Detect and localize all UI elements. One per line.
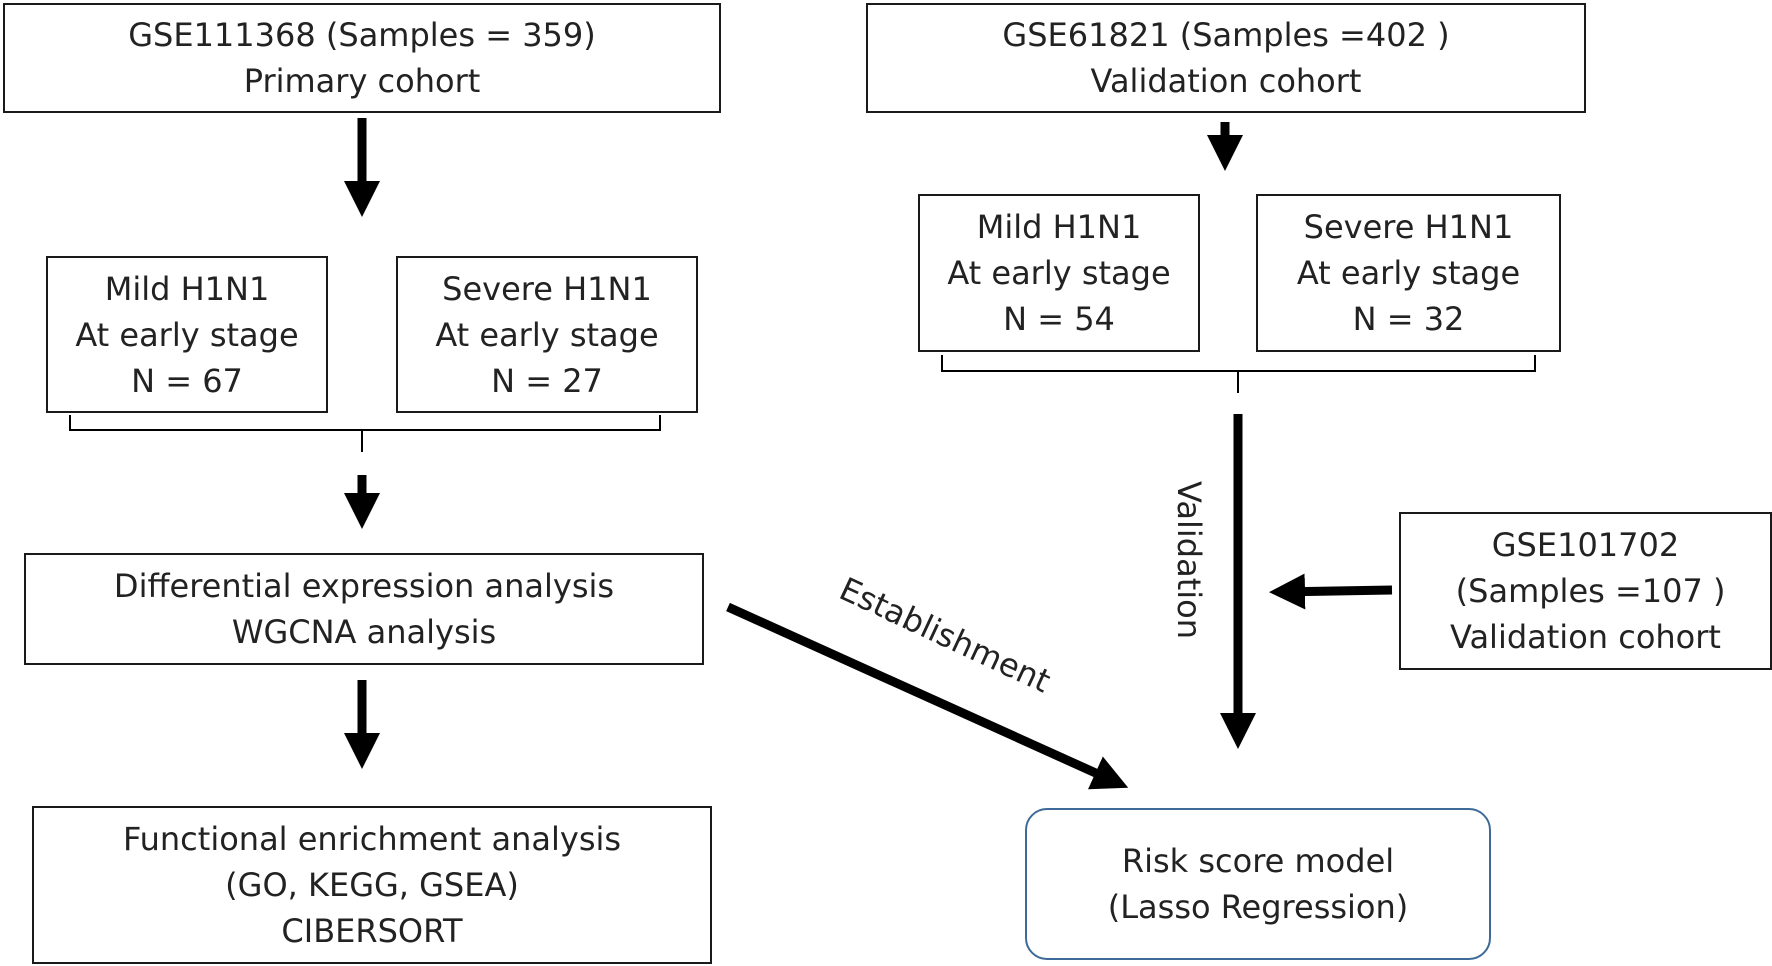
gse101702-line-3: Validation cohort [1450, 618, 1721, 656]
validation-cohort-box: GSE61821 (Samples =402 ) Validation coho… [866, 3, 1586, 113]
risk-score-model-line-2: (Lasso Regression) [1107, 888, 1409, 926]
brace-validation [941, 355, 1536, 393]
functional-enrichment-line-2: (GO, KEGG, GSEA) [225, 866, 519, 904]
severe-primary-line-2: At early stage [435, 315, 659, 354]
arrow-gse101702-to-validation [1269, 573, 1393, 610]
severe-primary-line-3: N = 27 [491, 361, 603, 400]
functional-enrichment-line-3: CIBERSORT [281, 912, 463, 950]
functional-enrichment-line-1: Functional enrichment analysis [122, 820, 622, 858]
diff-expression-line-2: WGCNA analysis [231, 613, 497, 651]
validation-cohort-line-2: Validation cohort [1090, 62, 1362, 100]
severe-validation-line-3: N = 32 [1352, 300, 1465, 338]
primary-cohort-box: GSE111368 (Samples = 359) Primary cohort [3, 3, 721, 113]
risk-score-model-line-1: Risk score model [1121, 842, 1395, 880]
mild-primary-line-3: N = 67 [131, 361, 243, 400]
severe-validation-line-2: At early stage [1296, 254, 1521, 292]
diff-expression-line-1: Differential expression analysis [113, 567, 615, 605]
validation-label: Validation [1170, 480, 1208, 639]
mild-primary-line-1: Mild H1N1 [104, 269, 270, 308]
functional-enrichment-box: Functional enrichment analysis (GO, KEGG… [32, 806, 712, 964]
gse101702-line-1: GSE101702 [1491, 526, 1680, 564]
severe-validation-line-1: Severe H1N1 [1303, 208, 1514, 246]
arrow-establishment [726, 602, 1129, 790]
primary-cohort-line-2: Primary cohort [243, 62, 481, 100]
validation-cohort-line-1: GSE61821 (Samples =402 ) [1002, 16, 1450, 54]
diff-expression-box: Differential expression analysis WGCNA a… [24, 553, 704, 665]
mild-validation-line-2: At early stage [947, 254, 1171, 292]
mild-primary-line-2: At early stage [75, 315, 299, 354]
mild-validation-line-3: N = 54 [1003, 300, 1115, 338]
mild-validation-box: Mild H1N1 At early stage N = 54 [918, 194, 1200, 352]
mild-primary-box: Mild H1N1 At early stage N = 67 [46, 256, 328, 413]
severe-primary-line-1: Severe H1N1 [442, 269, 652, 308]
risk-score-model-box: Risk score model (Lasso Regression) [1025, 808, 1491, 960]
primary-cohort-line-1: GSE111368 (Samples = 359) [128, 16, 596, 54]
mild-validation-line-1: Mild H1N1 [976, 208, 1142, 246]
gse101702-line-2: (Samples =107 ) [1445, 572, 1726, 610]
gse101702-box: GSE101702 (Samples =107 ) Validation coh… [1399, 512, 1772, 670]
severe-validation-box: Severe H1N1 At early stage N = 32 [1256, 194, 1561, 352]
severe-primary-box: Severe H1N1 At early stage N = 27 [396, 256, 698, 413]
brace-primary [69, 415, 661, 452]
